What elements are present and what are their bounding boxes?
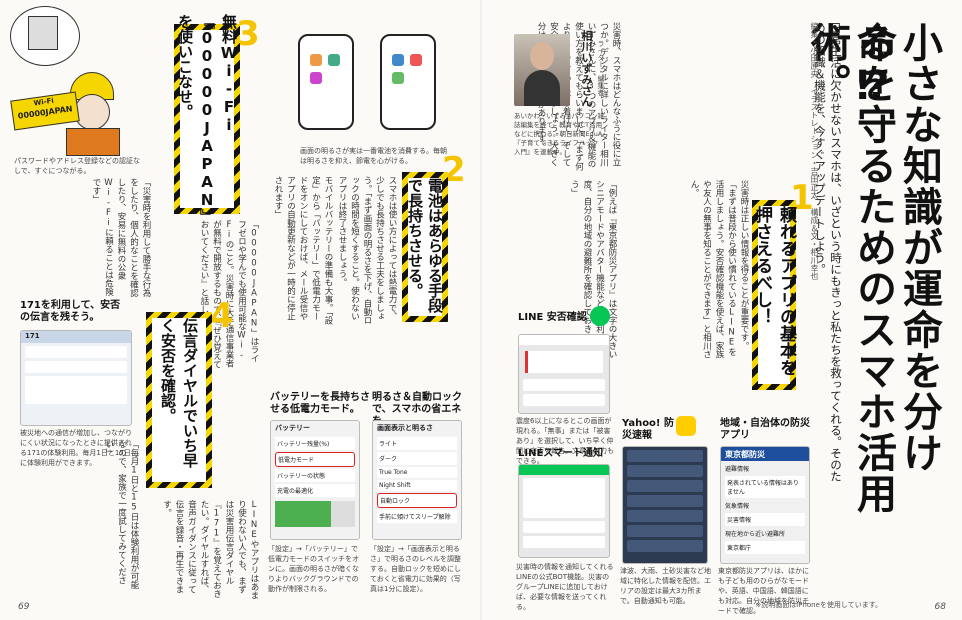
section-number-3: 3: [236, 14, 260, 54]
section1-text-b: 「例えば『東京都防災アプリ』は文字の大きいシニアモードやアバター機能などが便利。…: [569, 180, 618, 359]
battery-usage-graph: [275, 501, 355, 527]
brightness-row-4[interactable]: 自動ロック: [377, 493, 457, 508]
yahoo-app-title: Yahoo! 防災速報: [622, 418, 674, 441]
page-number-right: 68: [934, 602, 946, 612]
hands-holding-phones-illustration: [288, 30, 448, 140]
section-heading-box-4: 伝言ダイヤルでいち早く安否を確認。: [146, 312, 212, 488]
tokyo-item-4: 現在地から近い避難所: [725, 531, 786, 538]
battery-row-1[interactable]: 低電力モード: [275, 452, 355, 467]
section-heading-2: 電池はあらゆる手段で長持ちさせる。: [406, 178, 444, 313]
tokyo-item-5: 東京都庁: [725, 541, 805, 554]
section-number-4: 4: [210, 296, 234, 336]
main-title-line2: 命を守るためのスマホ活用術。: [804, 22, 896, 514]
section-heading-box-2: 電池はあらゆる手段で長持ちさせる。: [402, 172, 448, 322]
section1-text: 災害時は正しい情報を得ることが重要です。「まずは普段から使い慣れているLINEを…: [689, 180, 749, 359]
profile-role: ライター・編集者: [597, 40, 605, 96]
dial-caption: 被災地への通信が増加し、つながりにくい状況になったときに提供される171の体験利…: [20, 429, 132, 467]
battery-row-0: バッテリー残量(%): [275, 437, 355, 450]
profile-name: 相川いずみさん: [580, 30, 593, 107]
battery-settings-screen: バッテリー バッテリー残量(%) 低電力モード バッテリーの状態 充電の最適化: [270, 420, 360, 540]
dial-title: 171を利用して、安否の伝言を残そう。: [20, 300, 121, 323]
section4-text-b: 「毎月1日と15日は体験利用が可能なので、家族で一度試してみてください」: [104, 440, 139, 589]
brightness-row-5: 手前に傾けてスリープ解除: [377, 510, 457, 523]
brightness-row-0: ライト: [377, 437, 457, 450]
battery-row-3: 充電の最適化: [275, 484, 355, 497]
line-safety-screen: [518, 334, 610, 414]
yahoo-alert-screen: [622, 446, 708, 564]
line-app-title: LINE 安否確認: [518, 312, 587, 323]
brightness-caption: 「設定」→「画面表示と明るさ」で明るさのレベルを調整する。自動ロックを短めにして…: [370, 545, 461, 593]
profile-photo: [514, 34, 570, 106]
brightness-row-2: True Tone: [377, 467, 457, 478]
main-title-line1: 小さな知識が運命を分ける⁉: [850, 22, 942, 473]
battery-row-2: バッテリーの状態: [275, 469, 355, 482]
line-notice-screen: [518, 464, 610, 558]
section-heading-1: 頼れるアプリの基本を押さえるべし！: [752, 206, 796, 376]
profile-bio: あいかわ・いずみ※パソコン雑誌編集を経て、教育やICT活用などに携わる。朝日新聞…: [514, 112, 604, 156]
yahoo-app-caption: 津波、大雨、土砂災害など地域に特化した情報を配信。エリアの設定は最大3カ所まで。…: [620, 567, 711, 605]
credit-text: 編集・小田原央 イラストレーション・吉田正太 構成＆文・相川幸也: [810, 22, 819, 280]
lead-text: 日常生活に欠かせないスマホは、いざという時にもきっと私たちを救ってくれる。そのた…: [813, 22, 843, 482]
phones-caption: 画面の明るさが実は一番電池を消費する。毎朝は明るさを抑え、節電を心がける。: [300, 147, 447, 165]
line-notice-caption: 災害時の情報を通知してくれるLINEの公式BOT機能。災害のグループLINEに追…: [516, 563, 614, 611]
section3-text-b: 「災害時を利用して勝手な行為をしたり、個人的なことを確認したり、安易に無料の公衆…: [91, 178, 151, 297]
tokyo-item-1: 発表されている情報はありません: [725, 476, 805, 498]
yahoo-app-icon: [676, 416, 696, 436]
line-alert-card: [525, 351, 603, 373]
dial-171-screen: 171: [20, 330, 132, 426]
footnote: ※説明画面はiPhoneを使用しています。: [755, 601, 882, 609]
tokyo-item-3: 災害情報: [725, 513, 805, 526]
battery-title: バッテリーを長持ちさせる低電力モード。: [270, 392, 370, 415]
brightness-row-3: Night Shift: [377, 480, 457, 491]
page-gutter: [480, 0, 482, 620]
tokyo-app-title: 地域・自治体の防災アプリ: [720, 418, 810, 441]
battery-caption: 「設定」→「バッテリー」で低電力モードのスイッチをオンに。画面の明るさが暗くなり…: [268, 545, 359, 593]
tokyo-app-caption: 東京都防災アプリは、ほかにも子ども用のひらがなモードや、英語、中国語、韓国語にも…: [718, 567, 809, 615]
brightness-row-1: ダーク: [377, 452, 457, 465]
section-heading-4: 伝言ダイヤルでいち早く安否を確認。: [159, 318, 199, 468]
wifi-illustration-caption: パスワードやアドレス登録などの認証なしで、すぐにつながる。: [14, 157, 140, 175]
battery-screen-title: バッテリー: [275, 424, 310, 432]
section-heading-box-3: 無料Wi-Fi『00000JAPAN』を使いこなせ。: [174, 14, 240, 224]
worker-with-phone-illustration: [10, 6, 140, 156]
tokyo-app-header: 東京都防災: [721, 447, 809, 461]
section2-text-b: モバイルバッテリーの準備も大事。「設定」から「バッテリー」で低電力モードをオンに…: [273, 176, 333, 325]
brightness-settings-screen: 画面表示と明るさ ライト ダーク True Tone Night Shift 自…: [372, 420, 462, 540]
line-app-icon: [590, 306, 610, 326]
dial-screen-label: 171: [21, 331, 131, 343]
section4-text: LINEやアプリはあまり使わない人でも、まずは災害用伝言ダイヤル『171』を覚え…: [161, 500, 260, 600]
tokyo-app-screen: 東京都防災 避難情報 発表されている情報はありません 気象情報 災害情報 現在地…: [720, 446, 810, 564]
brightness-screen-title: 画面表示と明るさ: [377, 424, 433, 432]
section3-text: 「00000JAPAN」はライフゼロや学んでも使用可能なWi-Fiのこと。災害時…: [199, 220, 259, 369]
tokyo-item-2: 気象情報: [725, 503, 750, 510]
section-heading-3: 無料Wi-Fi『00000JAPAN』を使いこなせ。: [176, 14, 238, 224]
section-heading-box-1: 頼れるアプリの基本を押さえるべし！: [752, 200, 796, 390]
line-notice-title: LINEスマート通知: [518, 448, 603, 459]
page-number-left: 69: [18, 602, 30, 612]
line-app-caption: 震度6以上になるとこの画面が現れる。「無事」または「被害あり」を選択して、いち早…: [516, 417, 614, 465]
section2-text: スマホは使い方によっては熱電力で、少しでも長持ちさせる工夫をしましょう。「まず画…: [337, 176, 397, 325]
tokyo-item-0: 避難情報: [725, 466, 750, 473]
